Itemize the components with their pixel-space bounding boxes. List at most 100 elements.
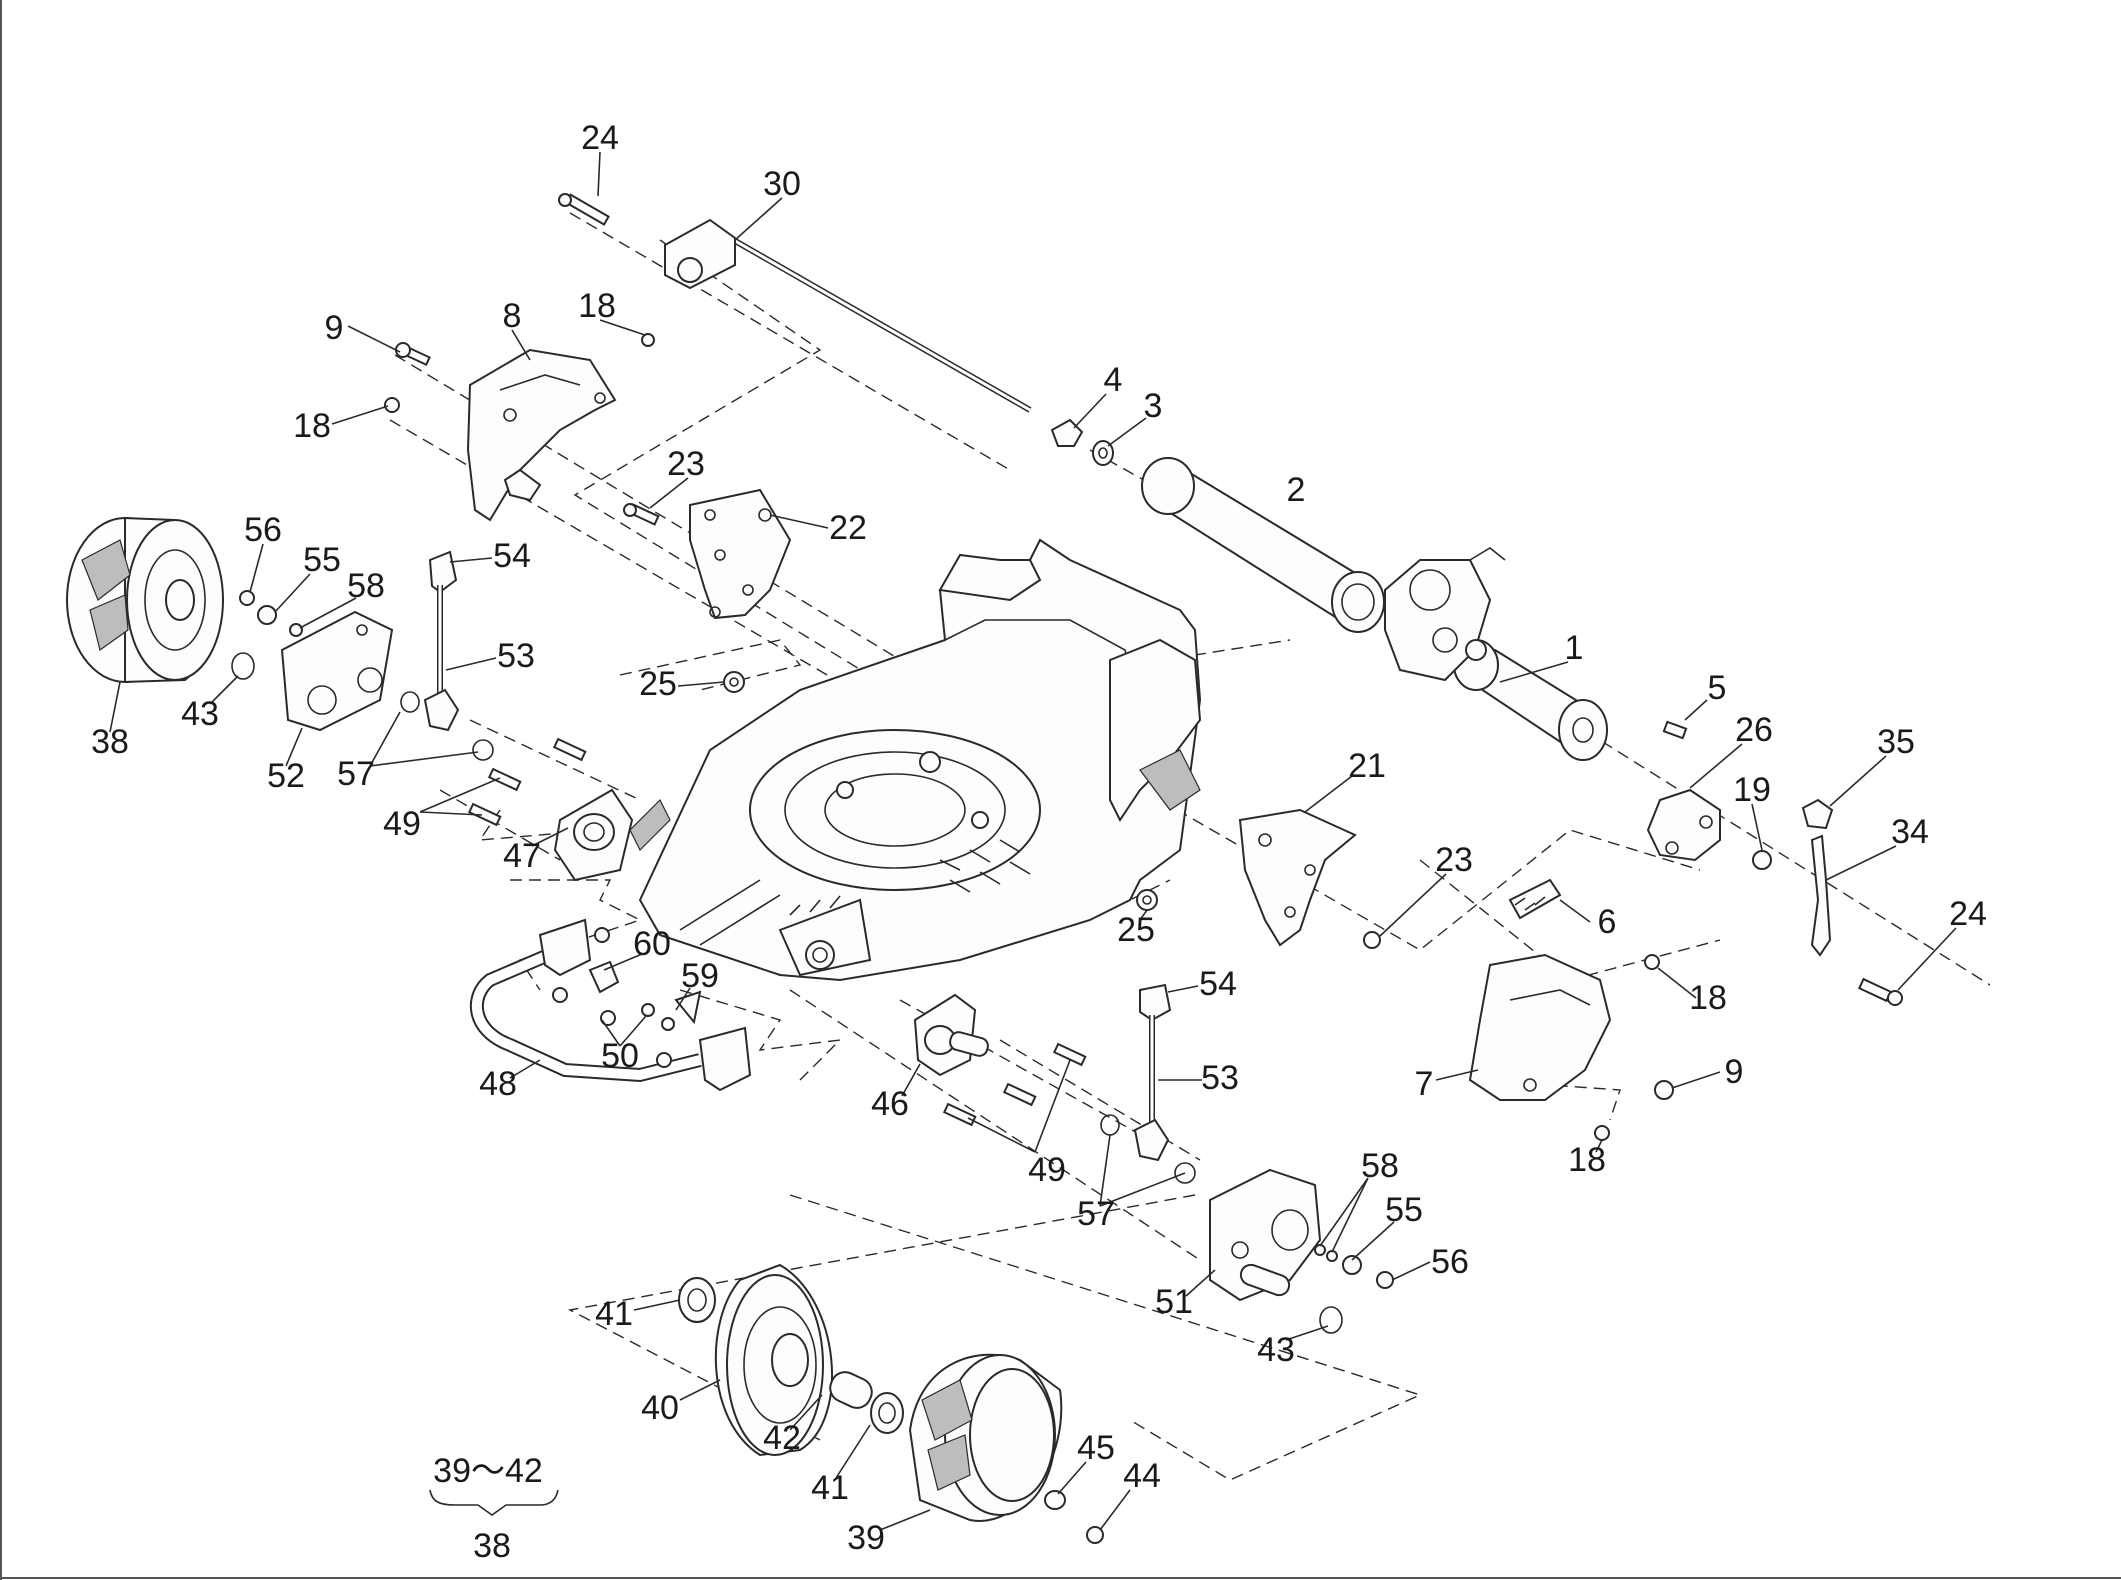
callout-18: 18 [1568,1141,1606,1179]
screws-18-9-right [1594,954,1674,1141]
callout-55: 55 [1385,1191,1423,1229]
wheel-38-left [66,516,224,684]
callout-49: 49 [1028,1151,1066,1189]
bracket-46 [913,993,989,1077]
assembly-label: 38 [473,1527,511,1565]
roller-2 [1141,457,1385,633]
rear-shaft [664,218,1032,413]
callout-53: 53 [1201,1059,1239,1097]
callout-58: 58 [347,567,385,605]
bolt-19 [1752,850,1772,870]
front-wheel-parts [678,1263,904,1457]
callout-25: 25 [639,665,677,703]
screws-49-front [942,1042,1087,1127]
callout-1: 1 [1565,629,1584,667]
callout-60: 60 [633,925,671,963]
callout-56: 56 [1431,1243,1469,1281]
callout-24: 24 [581,119,619,157]
callout-59: 59 [681,957,719,995]
cover-7 [1468,953,1612,1101]
screws-49-left [467,737,587,827]
callout-57: 57 [337,755,375,793]
callout-50: 50 [601,1037,639,1075]
lever-34 [1810,834,1832,957]
callout-5: 5 [1708,669,1727,707]
callout-46: 46 [871,1085,909,1123]
mower-deck [638,538,1202,982]
callout-38: 38 [91,723,129,761]
clip-35 [1801,798,1834,830]
cover-8 [466,348,617,522]
bracket-21 [1238,808,1357,947]
callout-43: 43 [181,695,219,733]
callout-24: 24 [1949,895,1987,933]
callout-44: 44 [1123,1457,1161,1495]
callout-9: 9 [325,309,344,347]
callout-23: 23 [1435,841,1473,879]
leader-lines [109,151,1957,1531]
callout-58: 58 [1361,1147,1399,1185]
screws-9-18-left [384,333,655,413]
cover-51 [1209,1168,1322,1302]
callout-54: 54 [493,537,531,575]
callout-45: 45 [1077,1429,1115,1467]
callout-18: 18 [1689,979,1727,1017]
height-lever-left [400,550,494,761]
callout-25: 25 [1117,911,1155,949]
callout-51: 51 [1155,1283,1193,1321]
bolt-23-left [623,503,660,526]
callout-55: 55 [303,541,341,579]
callout-35: 35 [1877,723,1915,761]
callout-6: 6 [1598,903,1617,941]
callout-54: 54 [1199,965,1237,1003]
callout-43: 43 [1257,1331,1295,1369]
callout-2: 2 [1287,471,1306,509]
callout-7: 7 [1415,1065,1434,1103]
callout-30: 30 [763,165,801,203]
callout-26: 26 [1735,711,1773,749]
hub-parts-right [1314,1244,1394,1334]
callout-41: 41 [595,1295,633,1333]
height-lever-right [1100,983,1196,1184]
callout-3: 3 [1144,387,1163,425]
bolt-24-right [1857,977,1903,1006]
cover-52 [280,610,394,732]
callout-18: 18 [578,287,616,325]
washer-45-bolt-44 [1044,1490,1104,1544]
callout-49: 49 [383,805,421,843]
nut-25-right [1136,889,1158,911]
callout-39: 39 [847,1519,885,1557]
washers-3-4 [1050,418,1114,466]
tire-39 [908,1353,1063,1522]
callout-48: 48 [479,1065,517,1103]
assembly-bracket [429,1489,559,1516]
nut-25-left [723,671,745,693]
callout-4: 4 [1104,361,1123,399]
callout-34: 34 [1891,813,1929,851]
callout-40: 40 [641,1389,679,1427]
callout-56: 56 [244,511,282,549]
callout-22: 22 [829,509,867,547]
callout-19: 19 [1733,771,1771,809]
assembly-note: 39～42 38 [433,1452,543,1565]
callout-21: 21 [1348,747,1386,785]
callout-53: 53 [497,637,535,675]
callout-8: 8 [503,297,522,335]
bolt-23-right [1363,931,1381,949]
bracket-26 [1646,720,1721,862]
bolt-24-top [558,193,610,226]
roller-1 [1453,639,1608,761]
callout-9: 9 [1725,1053,1744,1091]
bracket-22 [689,488,792,620]
callout-57: 57 [1077,1195,1115,1233]
callout-52: 52 [267,757,305,795]
callout-42: 42 [763,1419,801,1457]
callout-18: 18 [293,407,331,445]
callout-41: 41 [811,1469,849,1507]
front-axle-48 [470,918,752,1092]
assembly-range-label: 39～42 [433,1452,543,1490]
gearbox [1384,547,1506,682]
callout-23: 23 [667,445,705,483]
